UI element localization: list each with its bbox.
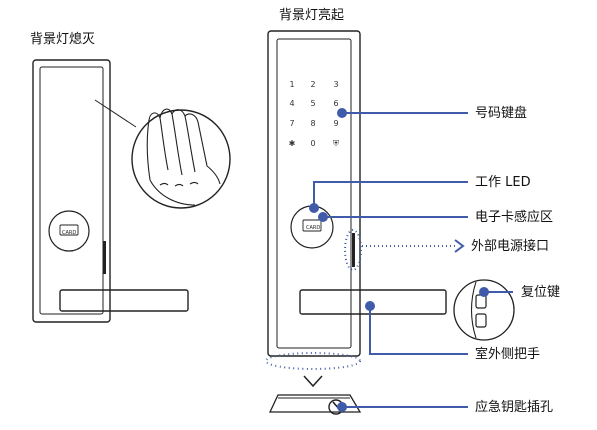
bottom-dashed-ellipse: [265, 352, 361, 370]
work-led-dot: [309, 203, 319, 213]
card-area-dot: [318, 212, 328, 222]
key-8: 8: [310, 119, 315, 128]
key-3: 3: [333, 80, 338, 89]
key-9: 9: [333, 119, 338, 128]
key-1: 1: [289, 80, 294, 89]
keypad: 1 2 3 4 5 6 7 8 9 ✱ 0 ⛨: [289, 80, 339, 148]
keypad-dot: [337, 108, 347, 118]
off-title: 背景灯熄灭: [30, 32, 96, 47]
key-2: 2: [310, 80, 315, 89]
lock-off-frame: [32, 59, 111, 323]
emergency-key-dot: [337, 402, 347, 412]
callout-lines: [309, 108, 513, 412]
hand-icon: [146, 108, 221, 206]
card-label-off: CARD: [62, 230, 76, 236]
key-4: 4: [289, 99, 294, 108]
on-title: 背景灯亮起: [279, 8, 345, 23]
callout-reset-key: 复位键: [521, 285, 561, 300]
callout-outer-handle: 室外侧把手: [475, 347, 541, 362]
card-label-on: CARD: [306, 225, 320, 231]
callout-emergency-key: 应急钥匙插孔: [475, 400, 554, 415]
key-5: 5: [310, 99, 315, 108]
callout-external-power: 外部电源接口: [471, 239, 550, 254]
key-shield: ⛨: [333, 139, 339, 148]
lock-off-handle: [59, 289, 189, 312]
callout-card-area: 电子卡感应区: [475, 210, 554, 225]
key-6: 6: [333, 99, 338, 108]
power-arrow-icon: [454, 239, 465, 253]
lock-off-panel: [39, 66, 104, 315]
hand-touch-circle: [131, 109, 231, 209]
lock-on-frame: [267, 30, 361, 357]
power-port-dashed-ellipse: [344, 229, 362, 271]
lock-off-card-reader: [48, 210, 90, 252]
reset-key-dot: [479, 287, 489, 297]
emergency-key-base: [268, 394, 362, 413]
lock-on-handle: [299, 289, 447, 315]
key-0: 0: [310, 139, 315, 148]
callout-work-led: 工作 LED: [475, 175, 531, 190]
reset-detail-circle: [453, 279, 515, 341]
outer-handle-dot: [365, 301, 375, 311]
lock-on-panel: [276, 38, 352, 349]
lock-backlight-off: [32, 59, 231, 323]
key-star: ✱: [289, 139, 296, 148]
down-arrow-icon: [303, 375, 323, 388]
key-7: 7: [289, 119, 294, 128]
callout-keypad: 号码键盘: [475, 106, 528, 121]
